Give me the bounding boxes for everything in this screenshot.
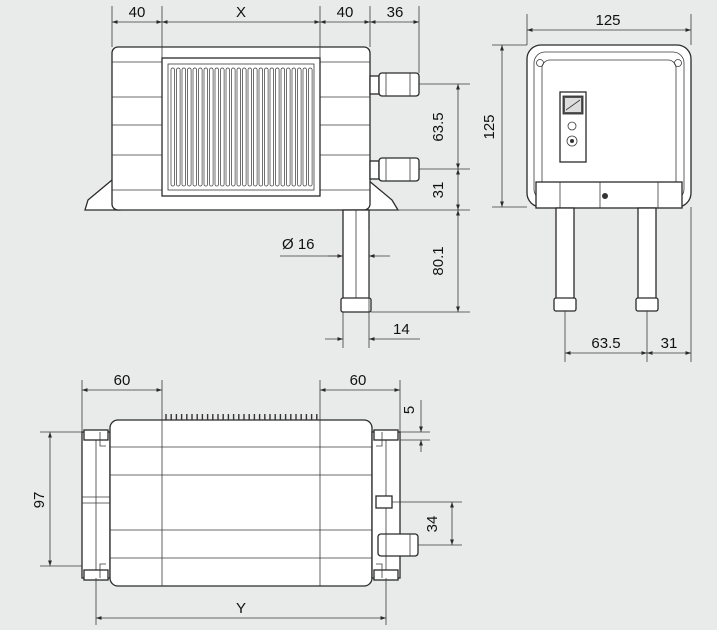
front-left-margin-label: 40 xyxy=(129,4,146,21)
heater-grille xyxy=(170,67,313,187)
top-tube-spacing-label: 34 xyxy=(424,516,441,533)
top-depth-label: 97 xyxy=(31,492,48,509)
top-hose-connectors xyxy=(375,495,419,557)
top-ribbing xyxy=(165,414,318,420)
side-right-pipe xyxy=(635,207,659,312)
front-lower-offset-label: 31 xyxy=(430,182,447,199)
lower-hose-connector xyxy=(369,157,420,182)
top-right-mount-label: 60 xyxy=(350,372,367,389)
side-view: 125 125 63.5 31 xyxy=(481,12,692,362)
side-left-pipe xyxy=(553,207,577,312)
top-left-mount-label: 60 xyxy=(114,372,131,389)
control-panel xyxy=(559,91,587,163)
front-right-margin-label: 40 xyxy=(337,4,354,21)
front-tube-spacing-label: 63.5 xyxy=(430,112,447,141)
top-overall-length-label: Y xyxy=(236,600,246,617)
top-view: 60 60 5 97 34 Y xyxy=(31,372,462,625)
front-tube-diameter-label: Ø 16 xyxy=(282,236,315,253)
front-view: 40 X 40 36 63.5 31 80.1 Ø 16 14 xyxy=(84,4,470,348)
side-height-label: 125 xyxy=(481,114,498,139)
front-core-width-label: X xyxy=(236,4,246,21)
left-mount-bracket xyxy=(81,429,111,581)
front-tube-offset-label: 14 xyxy=(393,321,410,338)
side-tube-offset-label: 31 xyxy=(661,335,678,352)
side-tube-spacing-label: 63.5 xyxy=(591,335,620,352)
outlet-pipe xyxy=(340,209,372,313)
side-width-label: 125 xyxy=(595,12,620,29)
upper-hose-connector xyxy=(369,72,420,97)
top-flange-gap-label: 5 xyxy=(401,406,418,414)
front-tube-length-label: 80.1 xyxy=(430,246,447,275)
front-tube-projection-label: 36 xyxy=(387,4,404,21)
